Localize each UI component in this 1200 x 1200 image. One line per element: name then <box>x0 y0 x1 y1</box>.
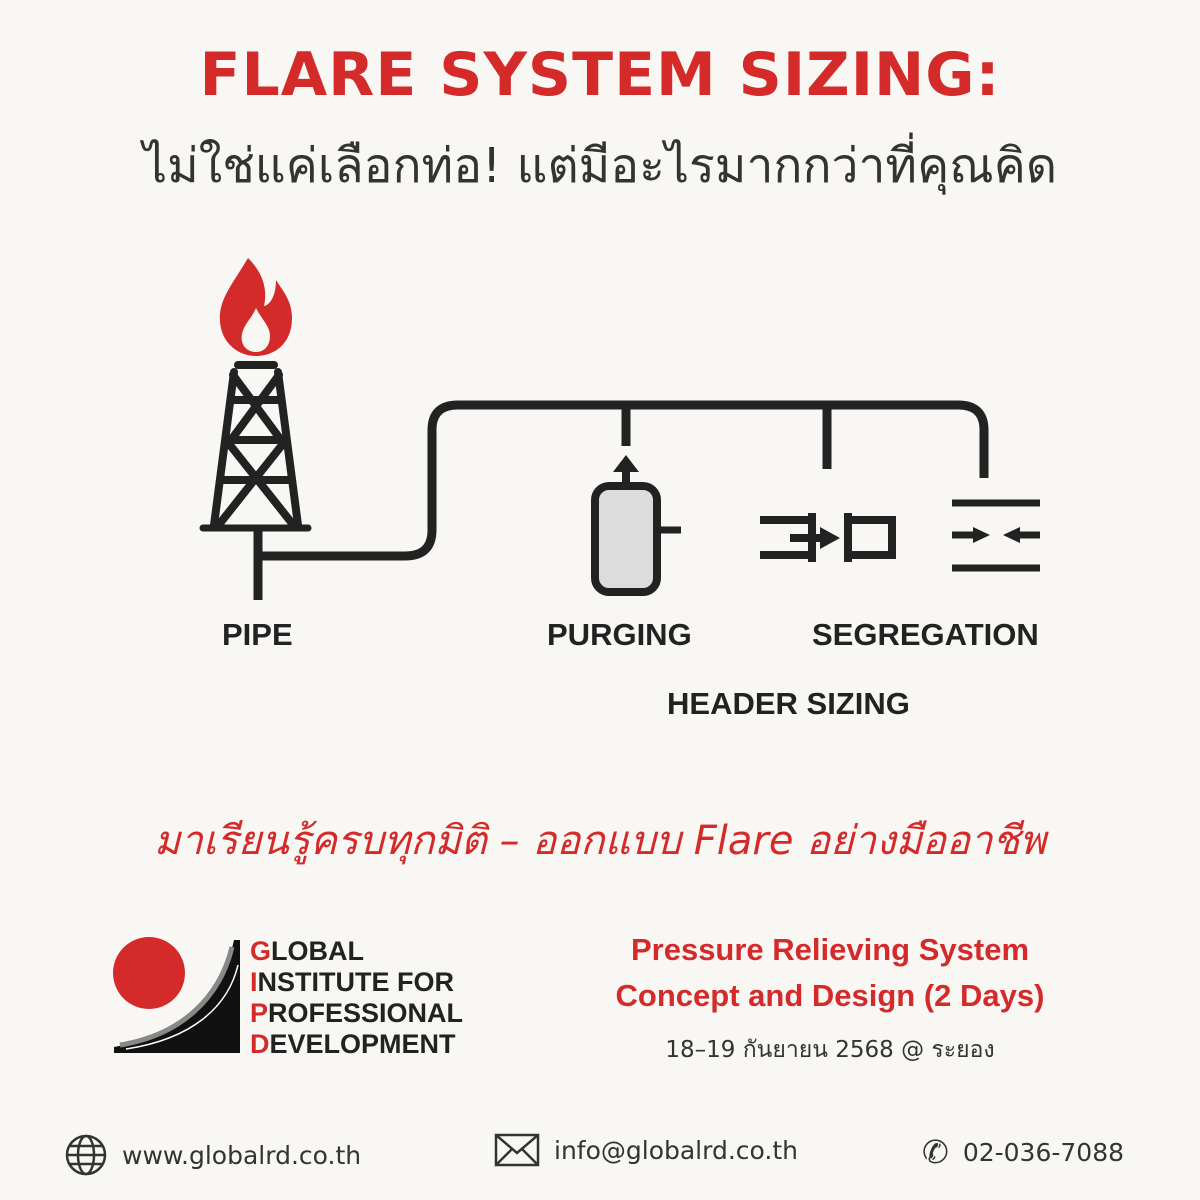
label-pipe: PIPE <box>222 617 293 652</box>
website-contact[interactable]: www.globalrd.co.th <box>64 1133 361 1177</box>
tagline: มาเรียนรู้ครบทุกมิติ – ออกแบบ Flare อย่า… <box>153 818 1047 864</box>
email-contact[interactable]: info@globalrd.co.th <box>494 1133 798 1167</box>
logo-line: INSTITUTE FOR <box>250 967 455 997</box>
flare-system-diagram <box>199 258 1040 600</box>
course-title-line1: Pressure Relieving System <box>630 932 1030 967</box>
gipd-logo-text: GLOBAL INSTITUTE FOR PROFESSIONAL DEVELO… <box>250 936 463 1060</box>
email-link[interactable]: info@globalrd.co.th <box>554 1135 798 1165</box>
header-sizing-icon <box>952 499 1040 572</box>
logo-line: GLOBAL <box>250 936 364 966</box>
logo-line: PROFESSIONAL <box>250 998 464 1028</box>
flame-icon <box>219 258 292 356</box>
segregation-icon <box>760 513 896 562</box>
purging-vessel-icon <box>591 455 681 596</box>
gipd-logo-mark <box>113 937 240 1053</box>
phone-link[interactable]: 02-036-7088 <box>962 1137 1125 1167</box>
website-link[interactable]: www.globalrd.co.th <box>122 1140 362 1170</box>
label-segregation: SEGREGATION <box>812 617 1039 652</box>
logo-line: DEVELOPMENT <box>250 1029 456 1059</box>
phone-contact[interactable]: ✆ 02-036-7088 <box>922 1133 1124 1171</box>
label-purging: PURGING <box>547 617 692 652</box>
flare-tower-icon <box>199 361 312 532</box>
envelope-icon <box>494 1133 540 1167</box>
label-header-sizing: HEADER SIZING <box>667 686 910 721</box>
course-title: Pressure Relieving System Concept and De… <box>560 927 1100 1019</box>
flare-header-pipe <box>253 400 989 600</box>
page-title: FLARE SYSTEM SIZING: <box>199 40 1001 110</box>
course-title-line2: Concept and Design (2 Days) <box>615 978 1045 1013</box>
phone-icon: ✆ <box>922 1133 949 1171</box>
page-subtitle: ไม่ใช่แค่เลือกท่อ! แต่มีอะไรมากกว่าที่คุ… <box>143 138 1057 194</box>
course-date-location: 18–19 กันยายน 2568 @ ระยอง <box>665 1037 995 1063</box>
globe-icon <box>65 1134 107 1176</box>
